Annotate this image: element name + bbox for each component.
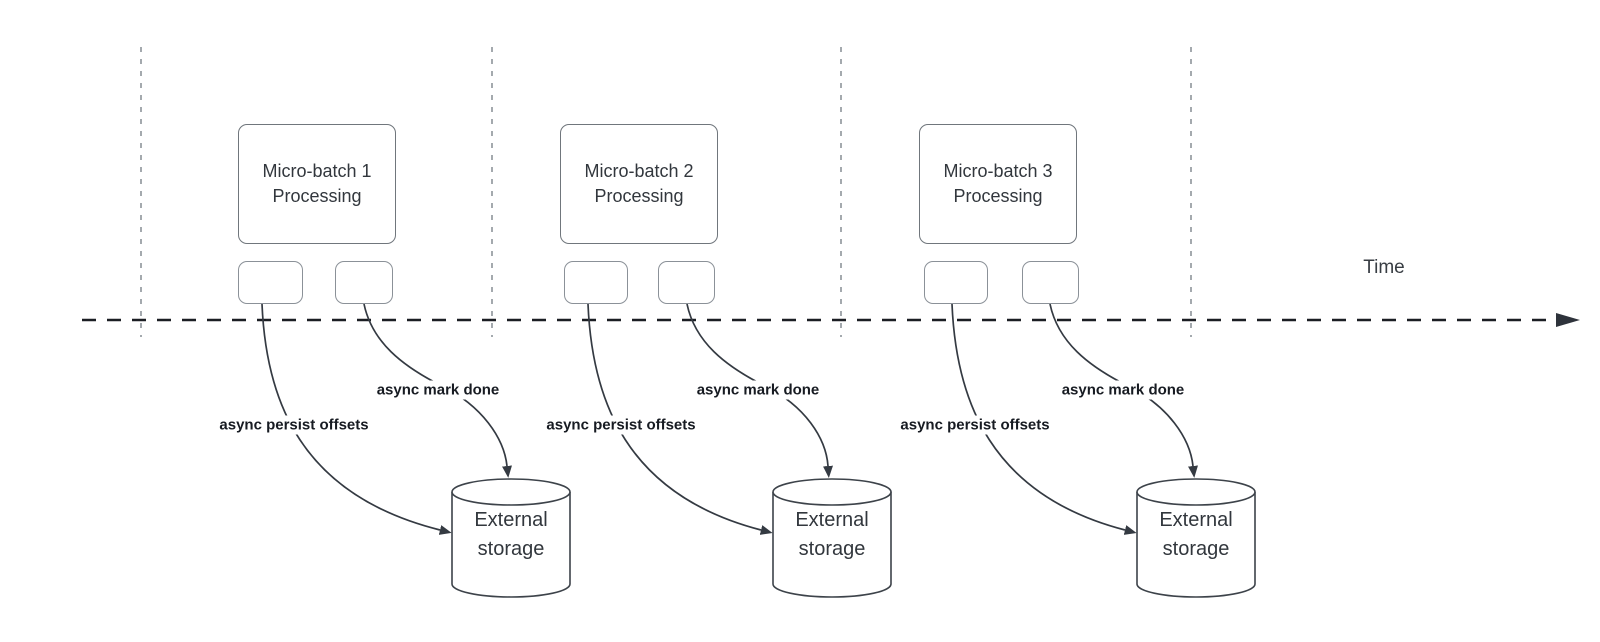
- persist-offsets-label-2: async persist offsets: [542, 415, 700, 435]
- time-axis: [82, 313, 1580, 327]
- persist-offsets-arrow-3: [951, 303, 1137, 535]
- time-axis-label: Time: [1363, 257, 1405, 278]
- offset-box-3-right: [1022, 261, 1079, 304]
- offset-box-1-right: [335, 261, 393, 304]
- micro-batch-3-title-line1: Micro-batch 3: [943, 161, 1053, 182]
- cylinder-top: [451, 478, 571, 506]
- micro-batch-2-title-line2: Processing: [594, 186, 684, 206]
- micro-batch-3-title-line2: Processing: [953, 186, 1043, 206]
- external-storage-label-2: External storage: [772, 506, 892, 564]
- persist-offsets-arrow-2: [587, 303, 773, 535]
- time-axis-arrowhead-icon: [1556, 313, 1580, 327]
- micro-batch-2-title-line1: Micro-batch 2: [584, 161, 694, 182]
- storage-label-line2: storage: [477, 538, 545, 560]
- persist-offsets-label-3: async persist offsets: [896, 415, 1054, 435]
- mark-done-label-2: async mark done: [692, 380, 824, 400]
- cylinder-top: [1136, 478, 1256, 506]
- persist-offsets-label-1: async persist offsets: [215, 415, 373, 435]
- micro-batch-1-box: Micro-batch 1 Processing: [238, 124, 396, 244]
- external-storage-label-1: External storage: [451, 506, 571, 564]
- offset-box-1-left: [238, 261, 303, 304]
- storage-label-line2: storage: [798, 538, 866, 560]
- offset-box-3-left: [924, 261, 988, 304]
- cylinder-body: [772, 492, 892, 598]
- cylinder-top: [772, 478, 892, 506]
- phase-divider-lines: [140, 47, 1192, 337]
- external-storage-cylinder-1: [451, 478, 571, 598]
- micro-batch-3-box: Micro-batch 3 Processing: [919, 124, 1077, 244]
- micro-batch-1-title-line1: Micro-batch 1: [262, 161, 372, 182]
- persist-offsets-arrow-1: [261, 303, 452, 535]
- mark-done-label-1: async mark done: [372, 380, 504, 400]
- offset-box-2-left: [564, 261, 628, 304]
- external-storage-label-3: External storage: [1136, 506, 1256, 564]
- storage-label-line1: External: [474, 509, 548, 531]
- micro-batch-1-title-line2: Processing: [272, 186, 362, 206]
- external-storage-cylinder-2: [772, 478, 892, 598]
- storage-label-line2: storage: [1162, 538, 1230, 560]
- external-storage-cylinder-3: [1136, 478, 1256, 598]
- offset-box-2-right: [658, 261, 715, 304]
- storage-label-line1: External: [795, 509, 869, 531]
- cylinder-body: [451, 492, 571, 598]
- micro-batch-2-box: Micro-batch 2 Processing: [560, 124, 718, 244]
- mark-done-label-3: async mark done: [1057, 380, 1189, 400]
- storage-label-line1: External: [1159, 509, 1233, 531]
- cylinder-body: [1136, 492, 1256, 598]
